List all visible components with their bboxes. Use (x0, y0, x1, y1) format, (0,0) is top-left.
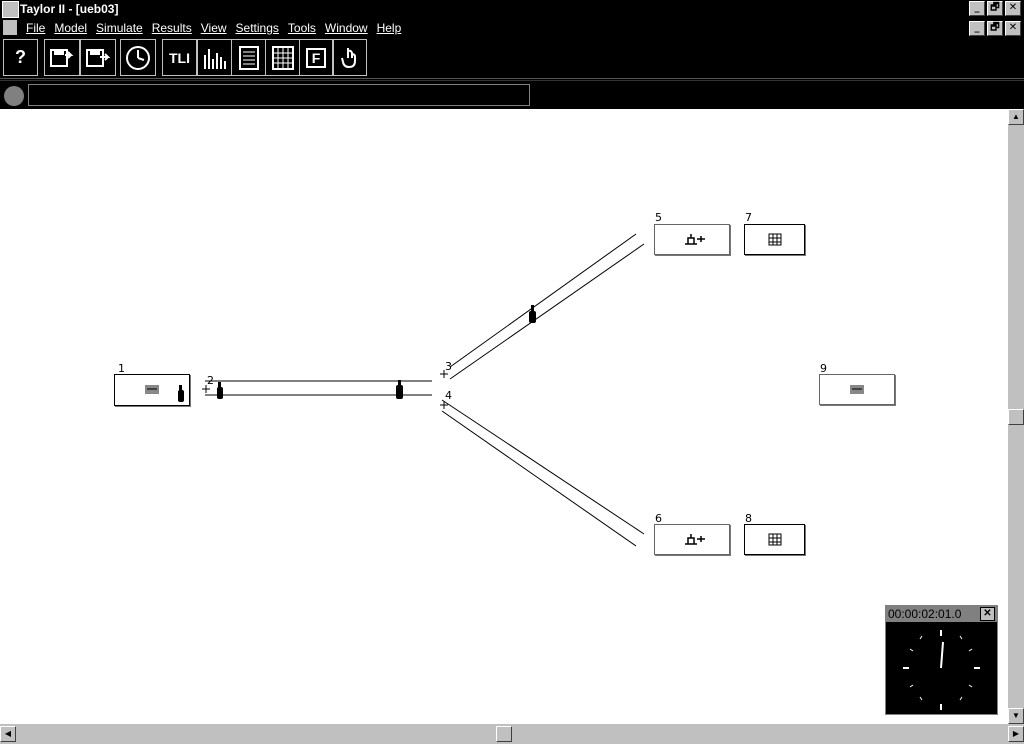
sink-icon (850, 385, 864, 394)
menu: File Model Simulate Results View Setting… (26, 21, 410, 35)
element-1-label: 1 (118, 362, 125, 375)
document-controls: _ 🗗 ✕ (969, 21, 1021, 36)
model-canvas[interactable]: 1 2 3 4 5 7 9 6 8 (0, 109, 1008, 724)
buffer-grid-icon (768, 533, 782, 546)
minimize-button[interactable]: _ (969, 1, 985, 16)
sink-element-9[interactable] (819, 374, 895, 405)
save-as-button[interactable] (80, 39, 116, 76)
menu-results[interactable]: Results (151, 21, 192, 35)
model-layout (202, 233, 645, 547)
element-2-label: 2 (207, 374, 214, 387)
scroll-down-button[interactable]: ▼ (1008, 708, 1024, 724)
element-7-label: 7 (745, 211, 752, 224)
element-5-label: 5 (655, 211, 662, 224)
scroll-right-button[interactable]: ▶ (1008, 726, 1024, 742)
clock-icon (126, 45, 150, 70)
clock-button[interactable] (120, 39, 156, 76)
vertical-scrollbar[interactable]: ▲ ▼ (1008, 109, 1024, 724)
product-icon (529, 305, 536, 323)
clock-header: 00:00:02:01.0 ✕ (886, 606, 997, 622)
bar-chart-icon (203, 48, 226, 69)
scroll-up-button[interactable]: ▲ (1008, 109, 1024, 125)
machine-element-6[interactable] (654, 524, 730, 555)
toolbar: ? TLI F (0, 38, 1024, 79)
element-9-label: 9 (820, 362, 827, 375)
f-function-button[interactable]: F (299, 39, 333, 76)
hand-button[interactable] (333, 39, 367, 76)
menu-simulate[interactable]: Simulate (96, 21, 143, 35)
element-3-label: 3 (445, 360, 452, 373)
report-button[interactable] (231, 39, 266, 76)
conveyor-4-track[interactable] (441, 399, 645, 547)
vertical-scroll-thumb[interactable] (1008, 409, 1024, 425)
menu-file[interactable]: File (26, 21, 46, 35)
status-bar (0, 80, 1024, 109)
scroll-left-button[interactable]: ◀ (0, 726, 16, 742)
machine-element-5[interactable] (654, 224, 730, 255)
doc-minimize-button[interactable]: _ (969, 21, 985, 36)
horizontal-scroll-thumb[interactable] (496, 726, 512, 742)
horizontal-scrollbar[interactable]: ◀ ▶ (0, 724, 1024, 744)
connection-markers (202, 370, 448, 409)
tli-button[interactable]: TLI (162, 39, 197, 76)
buffer-grid-icon (768, 233, 782, 246)
simulation-clock-window: 00:00:02:01.0 ✕ (885, 605, 998, 715)
histogram-button[interactable] (197, 39, 232, 76)
menu-bar: File Model Simulate Results View Setting… (0, 19, 1024, 37)
element-8-label: 8 (745, 512, 752, 525)
document-icon[interactable] (3, 20, 17, 35)
tli-icon: TLI (169, 49, 190, 66)
save-icon (50, 48, 74, 67)
f-icon: F (305, 47, 327, 68)
conveyor-2-track[interactable] (205, 380, 432, 396)
window-title: Taylor II - [ueb03] (20, 2, 119, 16)
save-as-icon (86, 48, 111, 67)
window-controls: _ 🗗 ✕ (969, 1, 1021, 16)
title-bar: Taylor II - [ueb03] _ 🗗 ✕ (0, 0, 1024, 18)
close-button[interactable]: ✕ (1005, 1, 1021, 16)
grid-icon (271, 45, 294, 70)
status-lamp-icon (4, 86, 24, 106)
restore-button[interactable]: 🗗 (987, 1, 1003, 16)
conveyor-3-track[interactable] (449, 233, 645, 380)
status-field (28, 84, 530, 106)
menu-help[interactable]: Help (376, 21, 402, 35)
element-4-label: 4 (445, 389, 452, 402)
machine-icon (685, 534, 705, 545)
simulation-time: 00:00:02:01.0 (888, 607, 962, 621)
buffer-element-8[interactable] (744, 524, 805, 555)
element-6-label: 6 (655, 512, 662, 525)
product-icon (217, 382, 223, 399)
menu-window[interactable]: Window (324, 21, 368, 35)
source-icon (145, 385, 184, 402)
doc-close-button[interactable]: ✕ (1005, 21, 1021, 36)
menu-settings[interactable]: Settings (235, 21, 279, 35)
hand-icon (341, 47, 356, 68)
report-icon (238, 45, 259, 70)
menu-model[interactable]: Model (54, 21, 88, 35)
doc-restore-button[interactable]: 🗗 (987, 21, 1003, 36)
product-icon (396, 380, 403, 399)
app-icon[interactable] (2, 1, 19, 18)
help-button[interactable]: ? (3, 39, 38, 76)
clock-close-button[interactable]: ✕ (980, 607, 995, 621)
analog-clock-icon (903, 630, 980, 710)
buffer-element-7[interactable] (744, 224, 805, 255)
grid-button[interactable] (265, 39, 300, 76)
menu-view[interactable]: View (200, 21, 227, 35)
source-element-1[interactable] (114, 374, 190, 406)
save-model-button[interactable] (44, 39, 80, 76)
menu-tools[interactable]: Tools (287, 21, 316, 35)
machine-icon (685, 234, 705, 245)
help-icon: ? (15, 47, 26, 67)
